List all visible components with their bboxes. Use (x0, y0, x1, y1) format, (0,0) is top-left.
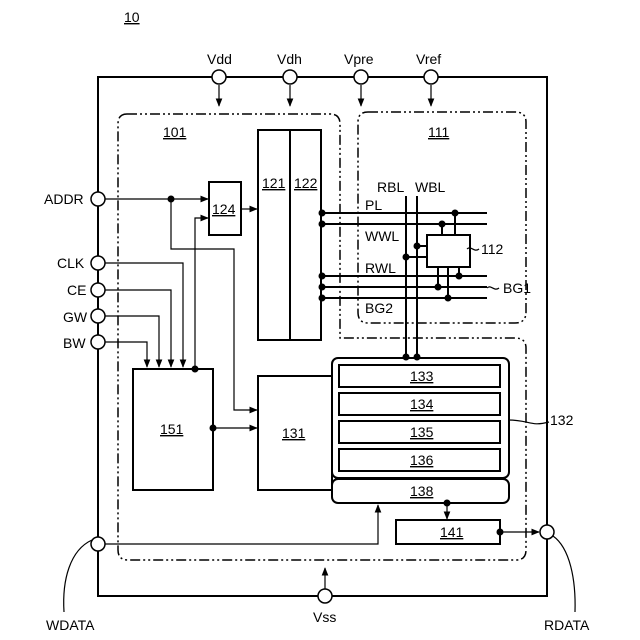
block-133-label: 133 (410, 368, 434, 384)
block-121-label: 121 (262, 175, 286, 191)
pin-clk-label: CLK (57, 255, 85, 271)
pin-vpre: Vpre (344, 51, 374, 106)
line-wbl-label: WBL (415, 179, 446, 195)
callout-112-label: 112 (481, 241, 504, 257)
pin-bw: BW (63, 335, 105, 351)
callout-132-leader (508, 420, 549, 424)
line-bg2-label: BG2 (365, 300, 393, 316)
pin-addr: ADDR (44, 191, 105, 207)
pin-vdh: Vdh (277, 51, 302, 106)
pin-gw-label: GW (63, 309, 88, 325)
pin-ce-label: CE (67, 282, 86, 298)
region-101-label: 101 (163, 124, 187, 140)
cell-array-wiring: RBL WBL PL WWL RWL BG2 112 BG1 (319, 179, 532, 361)
pin-gw: GW (63, 309, 105, 325)
block-151-label: 151 (160, 421, 184, 437)
pin-wdata: WDATA (46, 537, 105, 633)
block-134-label: 134 (410, 396, 434, 412)
pin-vdh-label: Vdh (277, 51, 302, 67)
block-135-label: 135 (410, 424, 434, 440)
pin-vref: Vref (416, 51, 441, 106)
pin-bw-label: BW (63, 335, 86, 351)
callout-bg1-tilde (487, 287, 499, 289)
pin-vpre-label: Vpre (344, 51, 374, 67)
pin-clk: CLK (57, 255, 105, 271)
device-outline (98, 77, 547, 596)
block-122-label: 122 (294, 175, 318, 191)
block-124-label: 124 (212, 201, 236, 217)
region-111-outline (358, 112, 526, 323)
callout-132-label: 132 (550, 412, 574, 428)
line-rwl-label: RWL (365, 260, 396, 276)
pin-wdata-label: WDATA (46, 617, 95, 633)
line-rbl-label: RBL (377, 179, 404, 195)
pin-vdd-label: Vdd (207, 51, 232, 67)
pin-vref-label: Vref (416, 51, 441, 67)
line-pl-label: PL (365, 197, 382, 213)
line-wwl-label: WWL (365, 228, 399, 244)
pin-addr-label: ADDR (44, 191, 84, 207)
pin-rdata-label: RDATA (544, 617, 590, 633)
block-138-label: 138 (410, 483, 434, 499)
block-131-label: 131 (282, 425, 306, 441)
region-111-label: 111 (428, 124, 449, 140)
pin-vss-label: Vss (313, 609, 336, 625)
figure-title: 10 (124, 9, 140, 25)
callout-bg1-label: BG1 (503, 280, 531, 296)
block-136-label: 136 (410, 452, 434, 468)
pin-vdd: Vdd (207, 51, 232, 106)
cell-112 (427, 235, 470, 267)
block-141-label: 141 (440, 524, 464, 540)
pin-ce: CE (67, 282, 105, 298)
